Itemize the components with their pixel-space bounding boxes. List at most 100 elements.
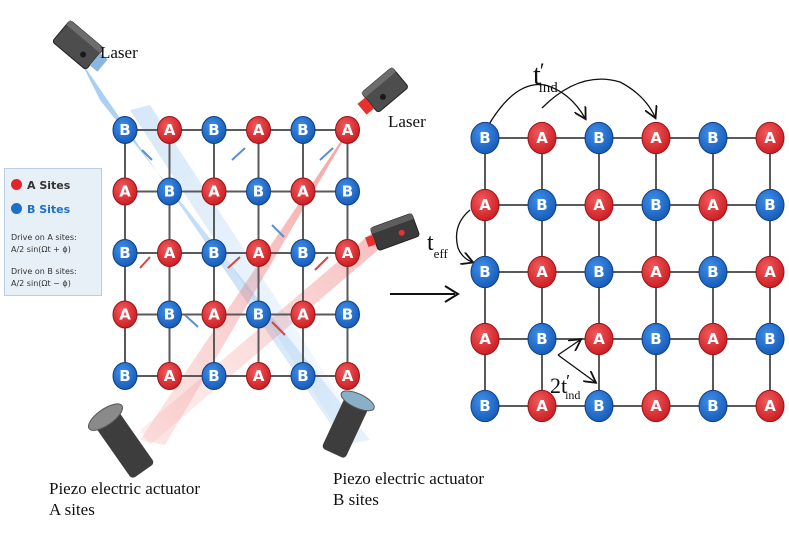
- left-site-label: A: [208, 183, 220, 201]
- right-site-b: B: [584, 255, 614, 289]
- small-arrow: [227, 256, 241, 269]
- right-site-label: B: [593, 263, 604, 281]
- lattice-small-arrows: [139, 147, 334, 336]
- left-site-label: B: [342, 183, 353, 201]
- left-site-a: A: [246, 239, 271, 267]
- left-site-label: B: [119, 244, 130, 262]
- right-site-label: B: [707, 397, 718, 415]
- right-site-label: B: [536, 330, 547, 348]
- right-site-b: B: [641, 188, 671, 222]
- small-arrow: [314, 256, 329, 271]
- right-site-label: B: [479, 263, 490, 281]
- b-site-swatch: [11, 203, 22, 214]
- left-site-label: B: [253, 306, 264, 324]
- right-site-label: A: [536, 397, 548, 415]
- left-site-label: B: [342, 306, 353, 324]
- left-site-label: B: [253, 183, 264, 201]
- left-site-b: B: [290, 116, 316, 144]
- left-site-label: B: [208, 244, 219, 262]
- right-site-label: B: [707, 263, 718, 281]
- drive-a-formula: A/2 sin(Ωt + ϕ): [11, 245, 71, 254]
- right-site-a: A: [755, 121, 785, 155]
- right-site-a: A: [641, 389, 671, 423]
- t-ind-arrow-1: [487, 83, 585, 127]
- right-site-label: A: [536, 263, 548, 281]
- left-site-label: B: [297, 121, 308, 139]
- t-ind-label: t′ind: [533, 58, 558, 96]
- right-site-a: A: [698, 322, 728, 356]
- left-site-b: B: [157, 177, 182, 206]
- right-site-label: A: [593, 330, 605, 348]
- right-site-a: A: [641, 255, 671, 289]
- left-site-label: A: [342, 367, 354, 385]
- piezo-actuator-a: [87, 403, 154, 478]
- right-site-a: A: [584, 188, 614, 222]
- left-site-b: B: [201, 116, 227, 144]
- laser-middle-right: [365, 213, 420, 251]
- right-site-b: B: [584, 389, 614, 423]
- small-arrow: [271, 321, 286, 336]
- right-site-b: B: [698, 255, 728, 289]
- left-site-a: A: [157, 362, 182, 390]
- small-arrow: [141, 149, 153, 161]
- small-arrow: [231, 147, 246, 161]
- piezo-a-label-line1: Piezo electric actuator: [49, 479, 201, 498]
- right-site-label: A: [593, 196, 605, 214]
- left-site-a: A: [335, 362, 360, 390]
- right-site-a: A: [527, 389, 557, 423]
- right-site-b: B: [470, 255, 500, 289]
- left-site-label: A: [119, 183, 131, 201]
- left-site-a: A: [201, 177, 227, 206]
- right-site-label: A: [764, 397, 776, 415]
- right-site-a: A: [470, 188, 500, 222]
- piezo-actuator-b: [322, 390, 375, 458]
- right-site-a: A: [641, 121, 671, 155]
- right-site-b: B: [698, 389, 728, 423]
- small-arrow: [184, 314, 199, 328]
- right-site-label: B: [764, 196, 775, 214]
- left-site-label: A: [164, 367, 176, 385]
- left-site-label: A: [253, 121, 265, 139]
- left-site-label: A: [164, 121, 176, 139]
- right-site-b: B: [527, 188, 557, 222]
- right-site-label: A: [536, 129, 548, 147]
- right-site-label: A: [650, 397, 662, 415]
- left-site-b: B: [201, 362, 227, 390]
- right-site-label: A: [707, 330, 719, 348]
- right-site-b: B: [527, 322, 557, 356]
- left-site-label: B: [297, 244, 308, 262]
- right-site-b: B: [470, 389, 500, 423]
- left-site-b: B: [112, 116, 138, 144]
- laser-top-left: [52, 20, 108, 72]
- left-site-label: B: [164, 183, 175, 201]
- drive-b-title: Drive on B sites:: [11, 267, 77, 276]
- right-site-label: B: [593, 129, 604, 147]
- left-site-a: A: [201, 300, 227, 329]
- left-site-a: A: [290, 177, 316, 206]
- t-eff-label: teff: [427, 230, 449, 261]
- right-site-b: B: [755, 188, 785, 222]
- left-site-label: B: [119, 121, 130, 139]
- right-site-label: B: [536, 196, 547, 214]
- right-site-b: B: [755, 322, 785, 356]
- left-site-label: A: [342, 244, 354, 262]
- right-site-label: A: [707, 196, 719, 214]
- left-site-a: A: [157, 116, 182, 144]
- right-site-label: A: [479, 196, 491, 214]
- right-site-a: A: [755, 255, 785, 289]
- transform-arrow: [390, 285, 460, 303]
- right-site-a: A: [470, 322, 500, 356]
- piezo-b-label-line2: B sites: [333, 490, 379, 509]
- t-ind-arrow-2: [541, 78, 655, 117]
- left-site-a: A: [246, 116, 271, 144]
- left-site-label: A: [253, 367, 265, 385]
- right-site-a: A: [698, 188, 728, 222]
- left-site-b: B: [335, 177, 360, 206]
- left-site-label: A: [164, 244, 176, 262]
- left-site-a: A: [157, 239, 182, 267]
- left-site-a: A: [112, 177, 138, 206]
- right-site-b: B: [698, 121, 728, 155]
